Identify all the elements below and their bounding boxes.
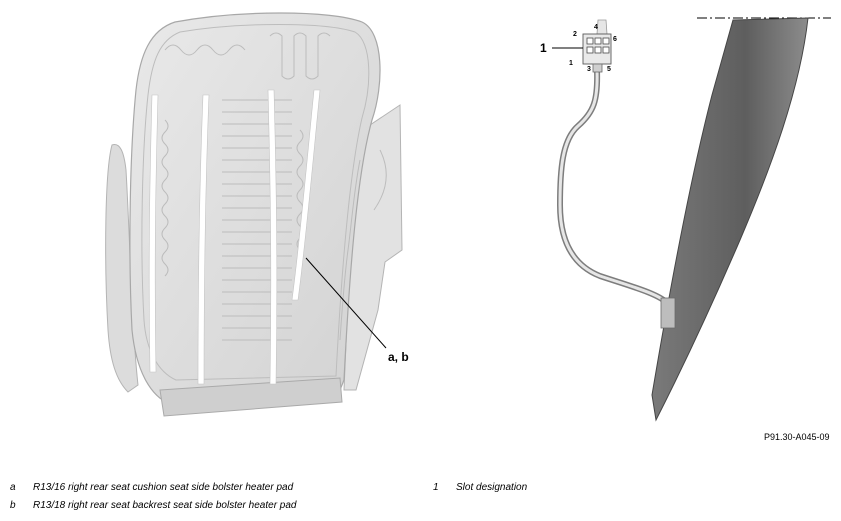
callout-ab-leader <box>305 257 387 349</box>
left-bolster-shape <box>105 143 139 393</box>
backrest-seams <box>148 89 321 385</box>
legend-key-a: a <box>10 482 16 493</box>
legend-key-1: 1 <box>433 482 439 493</box>
connector-pin-label: 4 <box>594 24 598 31</box>
bolster-pad-drawing <box>552 17 831 422</box>
connector-latch <box>596 19 608 35</box>
seat-heater-diagram <box>105 12 831 422</box>
cable-clip <box>660 297 676 329</box>
connector-pin-cavities <box>586 37 610 54</box>
callout-1-label: 1 <box>540 41 547 55</box>
backrest-inner-rim <box>141 24 370 381</box>
connector-pin-label: 1 <box>569 60 573 67</box>
figure-reference-code: P91.30-A045-09 <box>764 432 830 442</box>
connector-pin-label: 2 <box>573 31 577 38</box>
connector-pin-label: 3 <box>587 66 591 73</box>
connector-pin-label: 5 <box>607 66 611 73</box>
seat-backrest-drawing <box>105 12 403 417</box>
callout-ab-label: a, b <box>388 350 409 364</box>
bolster-heater-pad <box>651 17 809 422</box>
connector-pin-label: 6 <box>613 36 617 43</box>
legend-key-b: b <box>10 500 16 511</box>
legend-text-b: R13/18 right rear seat backrest seat sid… <box>33 500 297 511</box>
legend-text-a: R13/16 right rear seat cushion seat side… <box>33 482 294 493</box>
heater-cable <box>556 67 671 307</box>
backrest-bottom-panel <box>159 377 343 417</box>
legend-text-1: Slot designation <box>456 482 528 493</box>
connector-strain-relief <box>592 63 603 73</box>
heater-cable-highlight <box>558 68 670 306</box>
